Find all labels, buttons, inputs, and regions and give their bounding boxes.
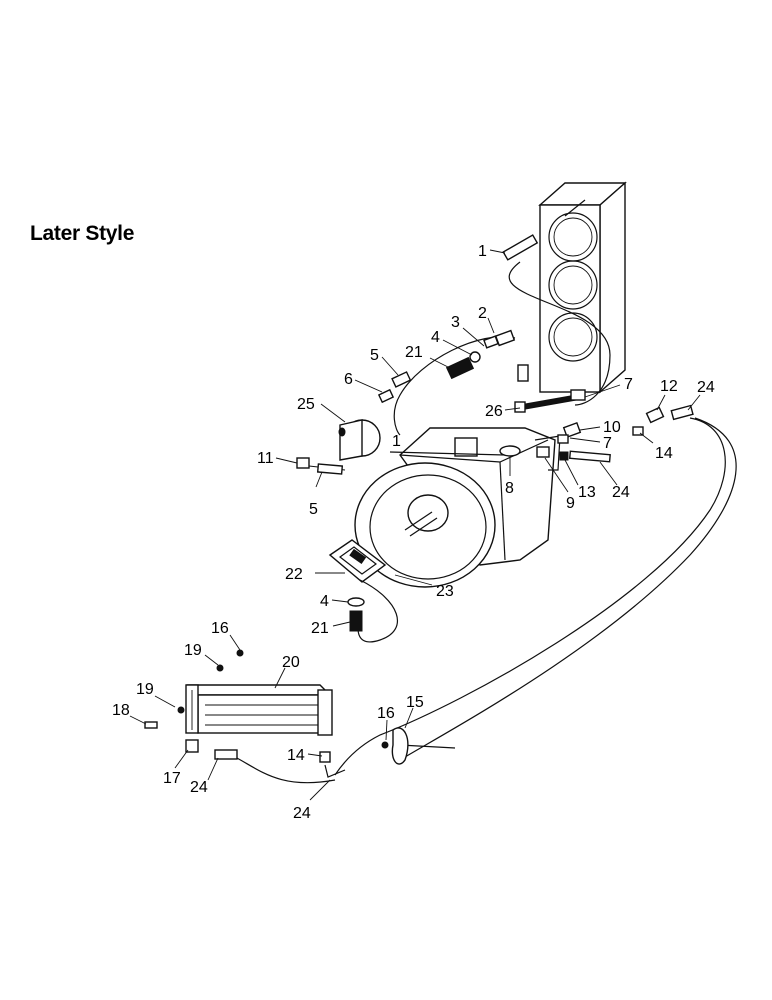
callout-5: 5 [309, 501, 318, 518]
callout-15: 15 [406, 694, 424, 711]
callout-labels: 1 1 2 3 4 4 5 5 6 7 7 8 9 10 11 12 13 14… [112, 243, 715, 822]
callout-4: 4 [320, 593, 329, 610]
callout-2: 2 [478, 305, 487, 322]
leader-lines [129, 249, 701, 801]
callout-19: 19 [184, 642, 202, 659]
callout-25: 25 [297, 396, 315, 413]
callout-17: 17 [163, 770, 181, 787]
callout-1: 1 [392, 433, 401, 450]
callout-16: 16 [377, 705, 395, 722]
callout-23: 23 [436, 583, 454, 600]
callout-11: 11 [257, 450, 274, 467]
callout-22: 22 [285, 566, 303, 583]
callout-21: 21 [405, 344, 423, 361]
callout-7: 7 [603, 435, 612, 452]
callout-18: 18 [112, 702, 130, 719]
callout-9: 9 [566, 495, 575, 512]
callout-10: 10 [603, 419, 621, 436]
callout-14: 14 [287, 747, 305, 764]
callout-19: 19 [136, 681, 154, 698]
filter-canister [338, 419, 381, 461]
callout-7: 7 [624, 376, 633, 393]
callout-24: 24 [190, 779, 208, 796]
cooler-tower [538, 181, 627, 394]
callout-26: 26 [485, 403, 503, 420]
callout-3: 3 [451, 314, 460, 331]
callout-24: 24 [293, 805, 311, 822]
callout-13: 13 [578, 484, 596, 501]
callout-24: 24 [612, 484, 630, 501]
callout-12: 12 [660, 378, 678, 395]
callout-5: 5 [370, 347, 379, 364]
callout-20: 20 [282, 654, 300, 671]
callout-6: 6 [344, 371, 353, 388]
callout-8: 8 [505, 480, 514, 497]
callout-24: 24 [697, 379, 715, 396]
callout-21: 21 [311, 620, 329, 637]
callout-14: 14 [655, 445, 673, 462]
callout-4: 4 [431, 329, 440, 346]
pump-housing [354, 427, 561, 588]
callout-1: 1 [478, 243, 487, 260]
auxiliary-cooler [185, 684, 333, 736]
page-title: Later Style [30, 222, 135, 245]
callout-16: 16 [211, 620, 229, 637]
reservoir-cap [328, 539, 387, 583]
